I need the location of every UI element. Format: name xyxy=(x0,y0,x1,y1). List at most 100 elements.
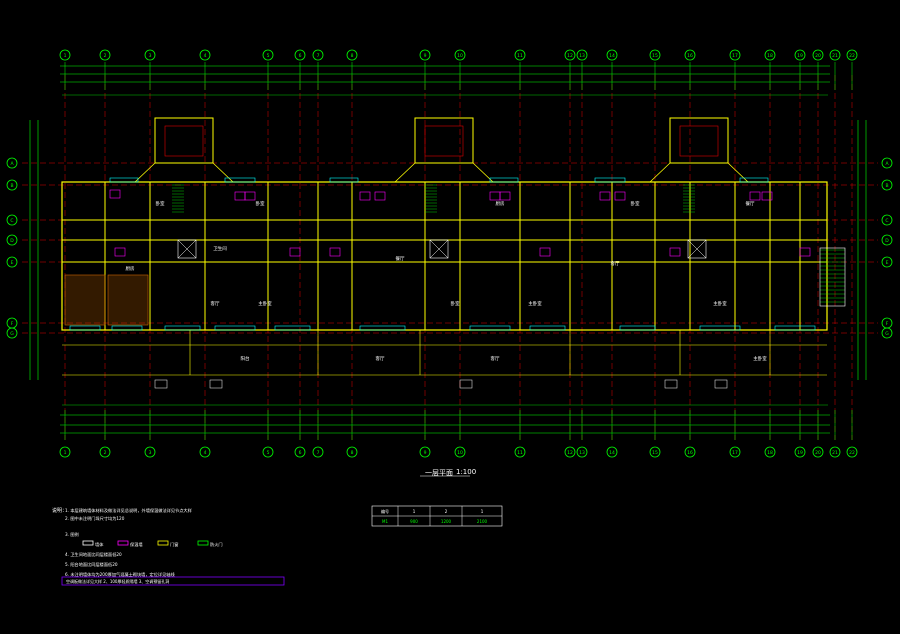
storage-block xyxy=(64,274,106,326)
axis-bubble-bottom xyxy=(294,446,306,458)
axis-bubble-right-label: B xyxy=(885,183,888,189)
window xyxy=(739,177,769,183)
window xyxy=(111,325,143,331)
door xyxy=(459,379,473,389)
axis-bubble-top xyxy=(262,49,274,61)
axis-bubble-left-label: A xyxy=(10,161,14,167)
notes-line: 1. 本层建筑墙体材料及做法详见总说明，外墙保温做法详见节点大样 xyxy=(65,507,192,514)
axis-bubble-bottom-label: 19 xyxy=(797,450,803,456)
storage-block xyxy=(107,274,149,326)
axis-bubble-bottom xyxy=(846,446,858,458)
room-label: 厨房 xyxy=(126,265,135,272)
room-label: 主卧室 xyxy=(713,300,727,307)
window xyxy=(224,177,256,183)
axis-bubble-top-label: 11 xyxy=(517,53,523,59)
legend-label: 门窗 xyxy=(170,541,178,548)
fixture xyxy=(109,189,121,199)
axis-bubble-bottom xyxy=(419,446,431,458)
axis-bubble-top-label: 3 xyxy=(149,53,152,59)
notes-line: 3. 图例 xyxy=(65,531,79,538)
room-label: 主卧室 xyxy=(528,300,542,307)
axis-bubble-top xyxy=(59,49,71,61)
axis-bubble-top-label: 16 xyxy=(687,53,693,59)
door xyxy=(209,379,223,389)
elevator xyxy=(177,239,197,259)
axis-bubble-top-label: 18 xyxy=(767,53,773,59)
axis-bubble-top-label: 21 xyxy=(832,53,838,59)
room-label: 厨房 xyxy=(496,200,505,207)
axis-bubble-bottom-label: 9 xyxy=(424,450,427,456)
axis-bubble-top-label: 20 xyxy=(815,53,821,59)
axis-bubble-bottom-label: 11 xyxy=(517,450,523,456)
axis-bubble-top xyxy=(576,49,588,61)
axis-bubble-right-label: A xyxy=(885,161,889,167)
axis-bubble-top-label: 10 xyxy=(457,53,463,59)
fixture xyxy=(374,191,386,201)
room-label: 阳台 xyxy=(241,355,250,362)
wall xyxy=(394,162,416,183)
wall xyxy=(212,162,234,183)
fixtures xyxy=(64,177,846,389)
axis-bubble-top xyxy=(649,49,661,61)
notes-footer-frame xyxy=(61,576,285,586)
notes-footer: 空调板做法详见大样 2、100厚轻质隔墙 3、空调预留孔洞 xyxy=(66,578,169,584)
axis-bubble-bottom-label: 7 xyxy=(317,450,320,456)
axis-bubble-top xyxy=(684,49,696,61)
axis-bubble-bottom-label: 17 xyxy=(732,450,738,456)
axis-bubble-bottom-label: 15 xyxy=(652,450,658,456)
room-label: 卧室 xyxy=(451,300,460,307)
axis-bubble-bottom xyxy=(514,446,526,458)
axis-bubble-bottom xyxy=(684,446,696,458)
outer-wall xyxy=(61,181,828,331)
table-header-cell: 2 xyxy=(445,509,448,514)
axis-bubble-top xyxy=(99,49,111,61)
window xyxy=(699,325,741,331)
axis-bubble-left-label: D xyxy=(10,238,14,244)
axis-bubble-bottom-label: 1 xyxy=(64,450,67,456)
axis-bubble-left xyxy=(6,256,18,268)
dimension-lines xyxy=(29,62,867,440)
axis-bubble-bottom xyxy=(812,446,824,458)
room-label: 卧室 xyxy=(631,200,640,207)
axis-bubble-bottom xyxy=(576,446,588,458)
notes-line: 4. 卫生间地面比同层楼面低20 xyxy=(65,551,122,558)
axis-bubble-top-label: 5 xyxy=(267,53,270,59)
elevator-x xyxy=(687,239,707,259)
axis-bubble-bottom-label: 13 xyxy=(579,450,585,456)
elevator xyxy=(429,239,449,259)
wall xyxy=(727,162,749,183)
drawing-title: 一层平面 xyxy=(425,469,453,477)
axis-bubble-bottom xyxy=(262,446,274,458)
axis-bubble-top xyxy=(294,49,306,61)
axis-bubble-bottom xyxy=(829,446,841,458)
legend-swatch xyxy=(197,540,209,546)
axis-bubble-top xyxy=(729,49,741,61)
axis-bubble-top xyxy=(312,49,324,61)
axis-bubble-right xyxy=(881,327,893,339)
window xyxy=(164,325,201,331)
axis-bubble-bottom xyxy=(99,446,111,458)
axis-bubble-bottom xyxy=(454,446,466,458)
door xyxy=(714,379,728,389)
fixture xyxy=(614,191,626,201)
fixture xyxy=(669,247,681,257)
fixture xyxy=(761,191,773,201)
stair-core-inner xyxy=(424,125,464,157)
axis-bubble-top xyxy=(144,49,156,61)
fixture xyxy=(749,191,761,201)
axis-bubble-bottom xyxy=(606,446,618,458)
axis-bubble-top-label: 2 xyxy=(104,53,107,59)
elevator-x xyxy=(429,239,449,259)
table-cell: 2100 xyxy=(477,519,488,524)
fixture xyxy=(489,191,501,201)
axis-bubble-left-label: E xyxy=(11,260,14,266)
axis-bubble-bottom xyxy=(764,446,776,458)
axis-bubble-right xyxy=(881,157,893,169)
axis-bubble-top xyxy=(812,49,824,61)
axis-bubble-top xyxy=(454,49,466,61)
table-header-cell: 1 xyxy=(413,509,416,514)
legend-label: 防火门 xyxy=(210,541,223,548)
fixture xyxy=(499,191,511,201)
fixture xyxy=(329,247,341,257)
